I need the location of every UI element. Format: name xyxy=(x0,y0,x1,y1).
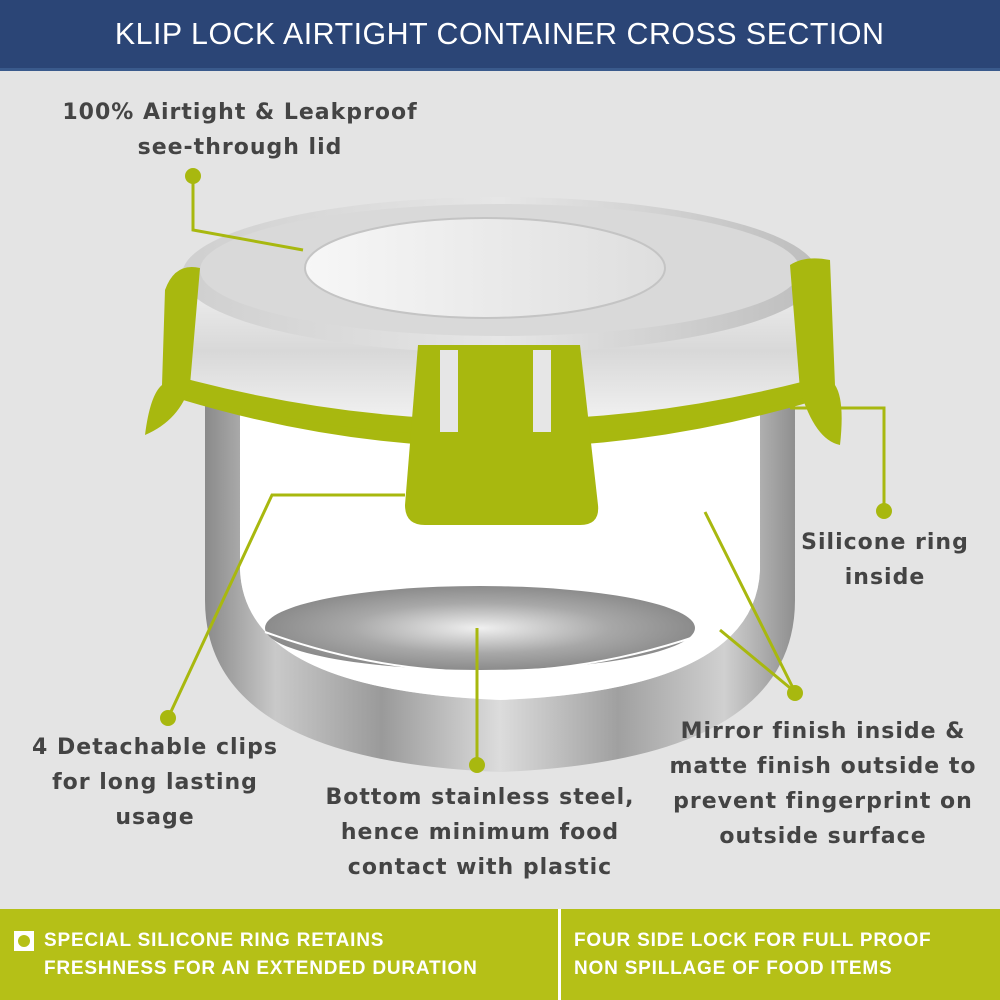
callout-lid: 100% Airtight & Leakproof see-through li… xyxy=(62,100,418,160)
page-title: KLIP LOCK AIRTIGHT CONTAINER CROSS SECTI… xyxy=(115,16,885,51)
left-clip xyxy=(145,266,200,435)
front-clip xyxy=(405,345,599,525)
callout-bottom-steel: Bottom stainless steel, hence minimum fo… xyxy=(325,785,635,880)
title-banner: KLIP LOCK AIRTIGHT CONTAINER CROSS SECTI… xyxy=(0,0,1000,71)
clips-callout-dot xyxy=(160,710,176,726)
steel-bottom xyxy=(265,586,695,670)
callout-detachable-clips: 4 Detachable clips for long lasting usag… xyxy=(32,735,278,830)
right-clip xyxy=(790,258,842,445)
silicone-callout-line xyxy=(790,406,886,510)
feature-footer: SPECIAL SILICONE RING RETAINS FRESHNESS … xyxy=(0,909,1000,1000)
footer-feature-silicone: SPECIAL SILICONE RING RETAINS FRESHNESS … xyxy=(0,909,558,1000)
footer-left-line1: SPECIAL SILICONE RING RETAINS xyxy=(44,930,385,951)
callout-silicone-ring: Silicone ring inside xyxy=(801,530,969,590)
clips-callout-line xyxy=(166,493,405,719)
bottom-callout-dot xyxy=(469,757,485,773)
callout-mirror-finish: Mirror finish inside & matte finish outs… xyxy=(669,719,977,849)
lid-callout-line xyxy=(191,175,304,252)
footer-left-line2: FRESHNESS FOR AN EXTENDED DURATION xyxy=(44,958,478,979)
lid-callout-dot xyxy=(185,168,201,184)
finish-callout-dot xyxy=(787,685,803,701)
footer-right-line1: FOUR SIDE LOCK FOR FULL PROOF xyxy=(574,930,932,951)
footer-feature-lock: FOUR SIDE LOCK FOR FULL PROOF NON SPILLA… xyxy=(561,909,1000,1000)
silicone-callout-dot xyxy=(876,503,892,519)
circle-bullet-icon xyxy=(14,931,34,951)
see-through-window xyxy=(304,217,666,319)
footer-divider xyxy=(558,909,561,1000)
footer-right-line2: NON SPILLAGE OF FOOD ITEMS xyxy=(574,958,893,979)
